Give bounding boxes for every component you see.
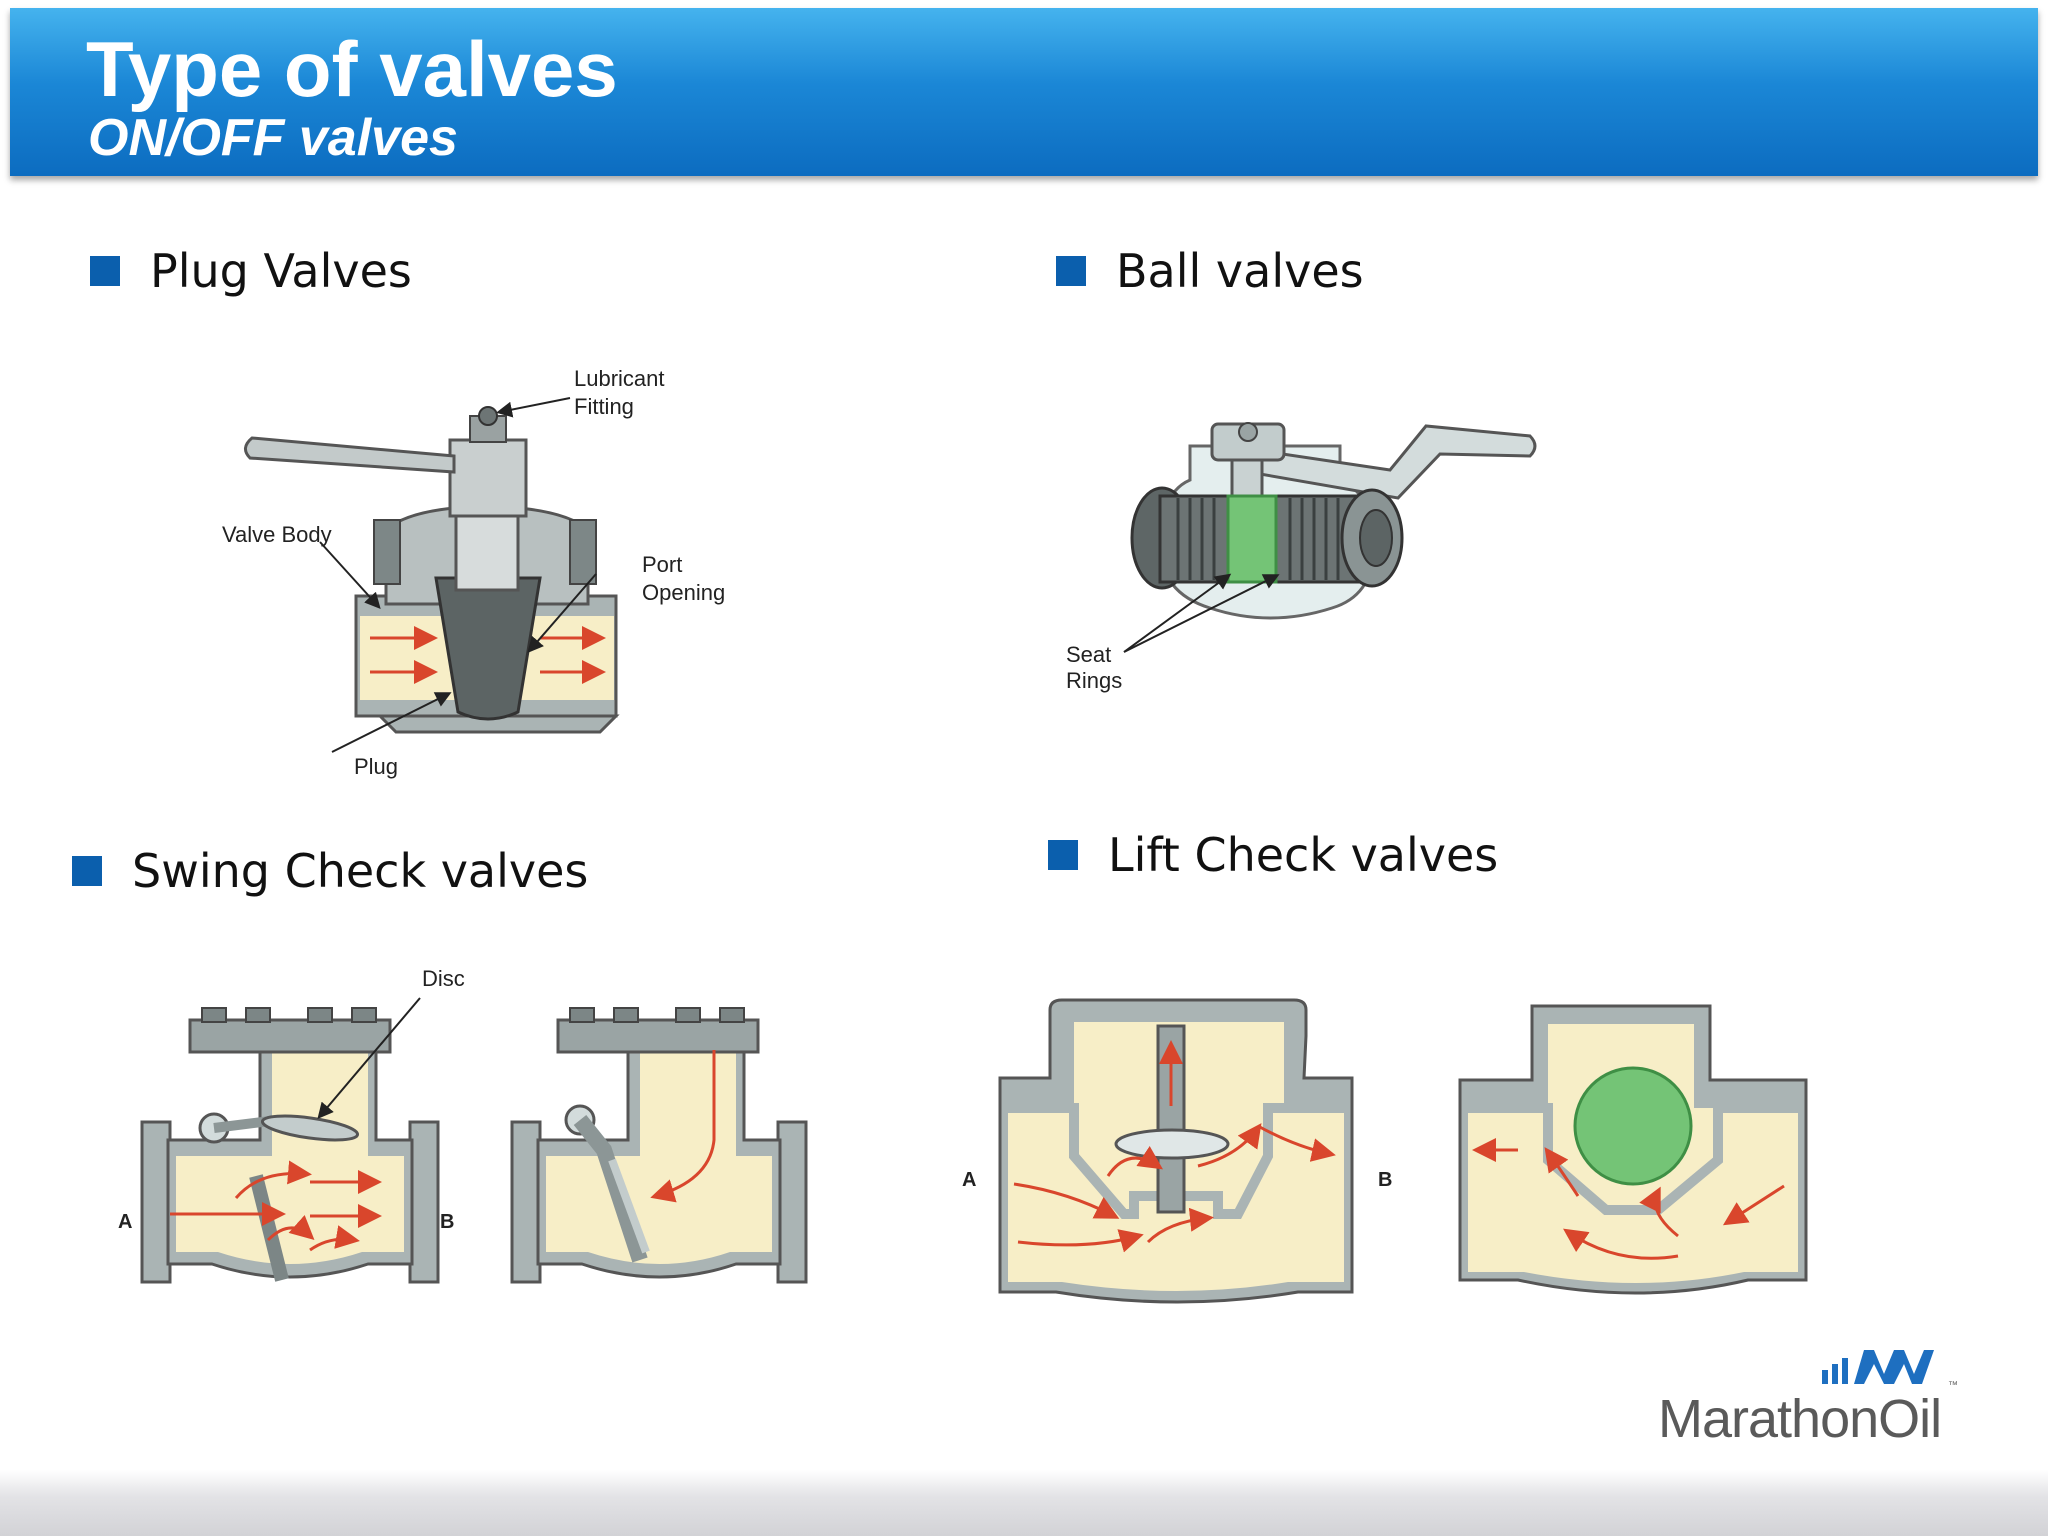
lift-valve-piston: A B: [962, 998, 1392, 1304]
label-opening: Opening: [642, 580, 725, 605]
plug-element: [434, 576, 542, 721]
logo-waves-icon: [1822, 1350, 1934, 1384]
logo-wordmark: MarathonOil: [1658, 1389, 1942, 1449]
handle: [244, 436, 456, 474]
handle: [1254, 424, 1537, 500]
bullet-label: Plug Valves: [150, 244, 412, 298]
logo-tm: ™: [1948, 1380, 1958, 1391]
label-disc: Disc: [422, 966, 465, 991]
bullet-swing-check-valves: Swing Check valves: [72, 844, 588, 898]
lift-valve-ball: [1458, 1004, 1808, 1295]
lift-check-diagram: A B: [962, 998, 1808, 1304]
swing-valve-closed: [510, 1007, 808, 1284]
plug-valve-diagram: Lubricant Fitting Valve Body Port Openin…: [222, 366, 725, 779]
disc-element: [260, 1114, 360, 1142]
ball-element: [1226, 494, 1278, 584]
ball-valve-diagram: Seat Rings: [1066, 422, 1537, 693]
title-banner: [10, 8, 2038, 176]
label-a: A: [962, 1169, 976, 1191]
bullet-square-icon: [72, 856, 102, 886]
marathon-oil-logo: ™ MarathonOil: [1658, 1340, 1988, 1450]
lift-ball-element: [1573, 1066, 1693, 1186]
bullet-plug-valves: Plug Valves: [90, 244, 412, 298]
label-seat: Seat: [1066, 642, 1111, 667]
footer-band: [0, 1470, 2048, 1536]
bullet-square-icon: [1056, 256, 1086, 286]
bullet-square-icon: [90, 256, 120, 286]
label-b: B: [440, 1211, 454, 1233]
label-a: A: [118, 1211, 132, 1233]
bullet-label: Swing Check valves: [132, 844, 589, 898]
label-port: Port: [642, 552, 682, 577]
swing-check-diagram: Disc A B: [118, 966, 808, 1284]
label-rings: Rings: [1066, 668, 1122, 693]
bullet-ball-valves: Ball valves: [1056, 244, 1364, 298]
bullet-square-icon: [1048, 840, 1078, 870]
bullet-lift-check-valves: Lift Check valves: [1048, 828, 1498, 882]
bullet-label: Ball valves: [1116, 244, 1364, 298]
label-fitting: Fitting: [574, 394, 634, 419]
slide-title: Type of valves: [86, 25, 618, 113]
label-valve-body: Valve Body: [222, 522, 332, 547]
label-b: B: [1378, 1169, 1392, 1191]
label-plug: Plug: [354, 754, 398, 779]
slide-subtitle: ON/OFF valves: [88, 109, 458, 167]
bullet-label: Lift Check valves: [1108, 828, 1499, 882]
label-lubricant: Lubricant: [574, 366, 665, 391]
swing-valve-open: Disc A B: [118, 966, 465, 1284]
